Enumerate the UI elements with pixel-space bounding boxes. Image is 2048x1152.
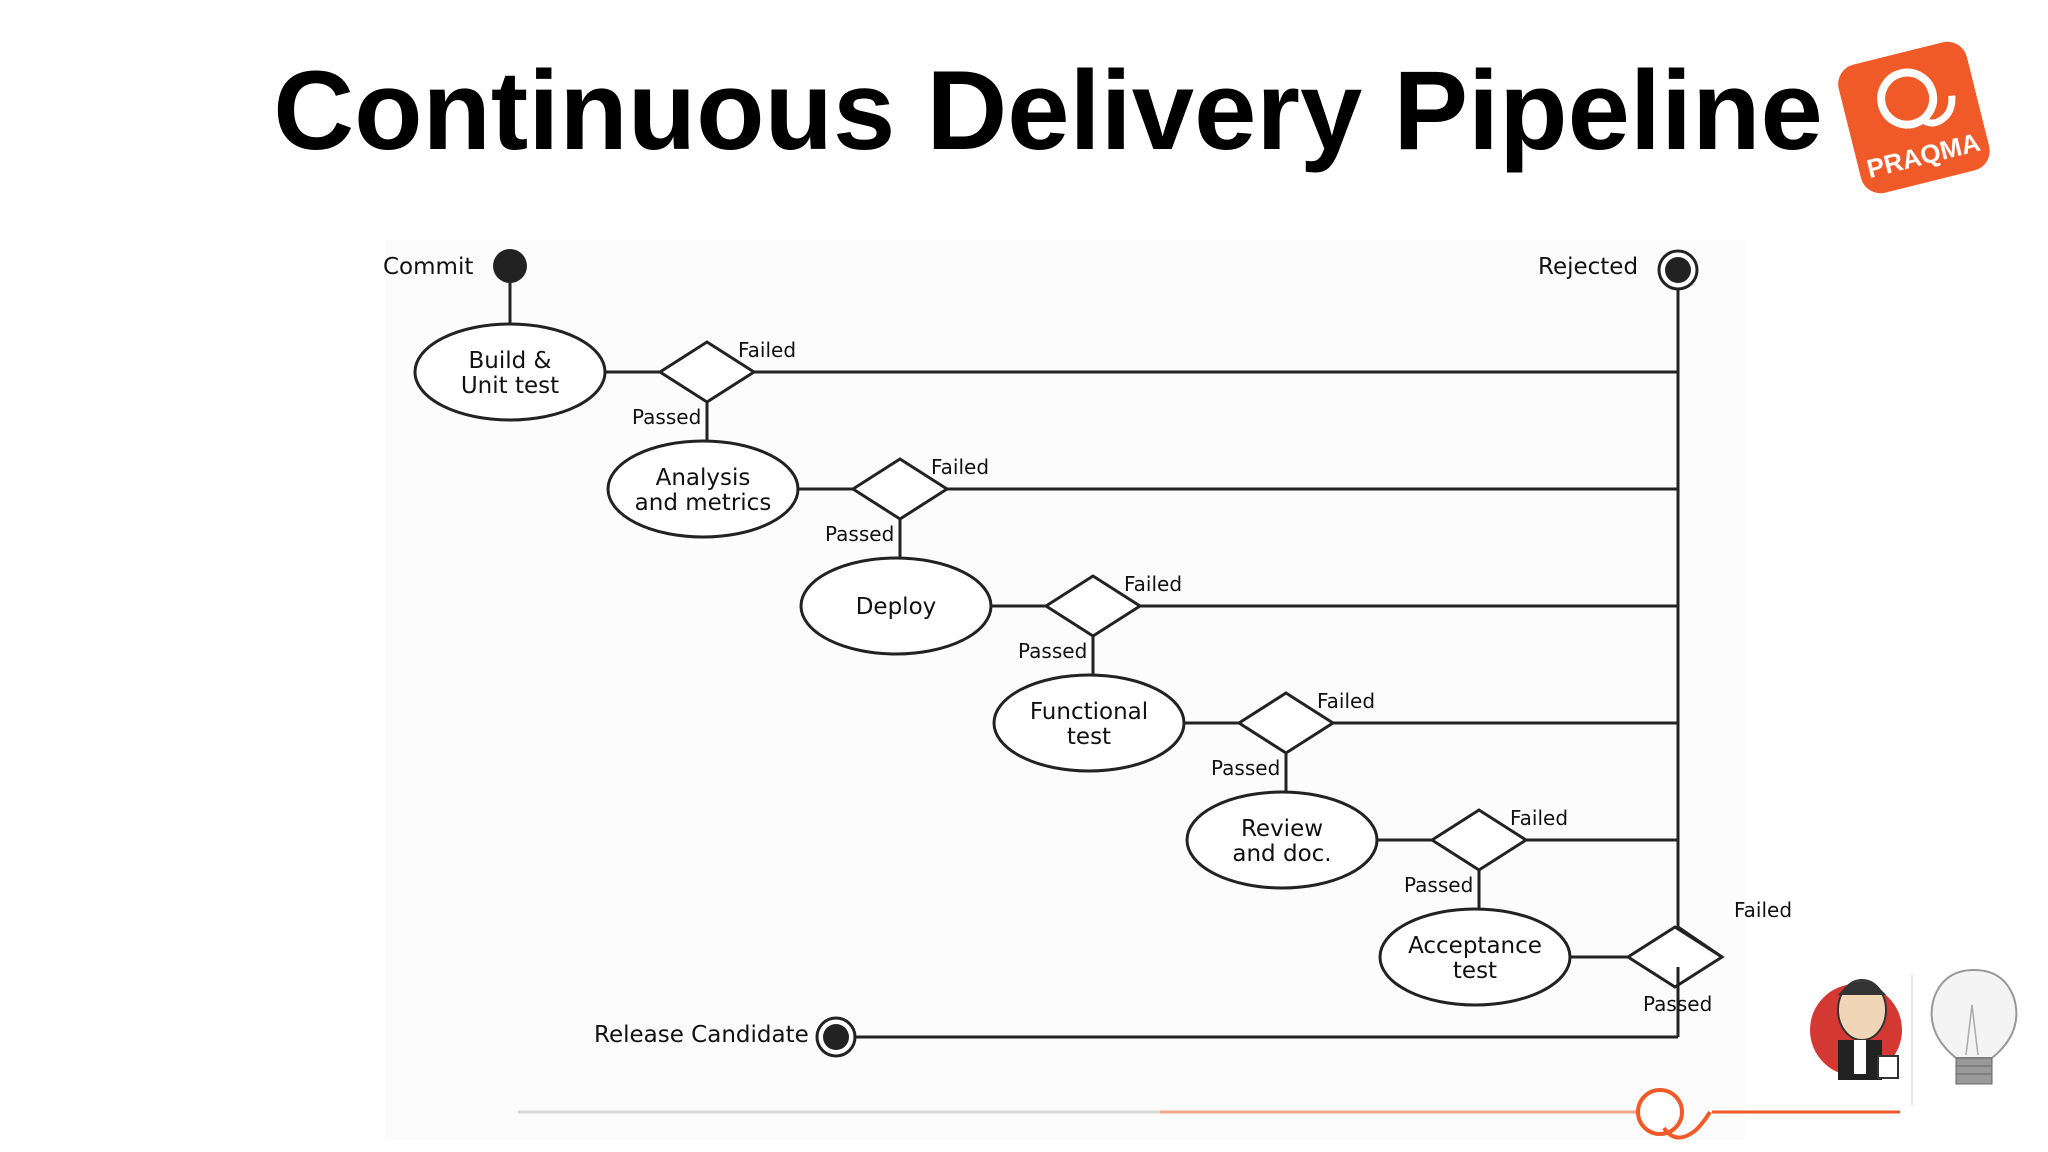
stage-node <box>1378 907 1572 1007</box>
praqma-logo: PRAQMA <box>1838 41 1990 194</box>
failed-label: Failed <box>738 338 796 362</box>
commit-label: Commit <box>383 254 473 280</box>
passed-label: Passed <box>1643 992 1712 1016</box>
stage-label-line1: Review <box>1241 816 1323 842</box>
stage-node <box>413 322 607 422</box>
failed-label: Failed <box>1734 898 1792 922</box>
footer-q-icon <box>1636 1088 1712 1140</box>
stage-label-line1: Acceptance <box>1408 933 1542 959</box>
stage-label-line1: Build & <box>469 348 552 374</box>
failed-label: Failed <box>1317 689 1375 713</box>
failed-label: Failed <box>1124 572 1182 596</box>
stage-label-line2: and metrics <box>635 490 772 516</box>
stage-label-line1: Deploy <box>856 594 937 620</box>
stage-label-line2: test <box>1453 958 1497 984</box>
release-candidate-label: Release Candidate <box>594 1022 809 1048</box>
stage-label-line2: Unit test <box>461 373 559 399</box>
stage-node <box>1185 790 1379 890</box>
stage-label-line2: and doc. <box>1232 841 1331 867</box>
passed-label: Passed <box>1211 756 1280 780</box>
passed-label: Passed <box>632 405 701 429</box>
page-title: Continuous Delivery Pipeline <box>273 48 1823 173</box>
passed-label: Passed <box>825 522 894 546</box>
failed-label: Failed <box>931 455 989 479</box>
lightbulb-icon <box>1930 968 2018 1085</box>
failed-path <box>1677 925 1723 959</box>
release-candidate-core <box>823 1024 849 1050</box>
stage-node <box>606 439 800 539</box>
jenkins-butler-icon <box>1810 979 1902 1080</box>
pipeline-stages: Build &Unit testFailedPassedAnalysisand … <box>413 322 1792 1037</box>
stage-label-line1: Analysis <box>656 465 751 491</box>
stage-node <box>799 556 993 656</box>
failed-label: Failed <box>1510 806 1568 830</box>
stage-node <box>992 673 1186 773</box>
stage-label-line2: test <box>1067 724 1111 750</box>
stage-label-line1: Functional <box>1030 699 1148 725</box>
passed-label: Passed <box>1018 639 1087 663</box>
rejected-label: Rejected <box>1538 254 1638 280</box>
passed-label: Passed <box>1404 873 1473 897</box>
commit-start-node <box>493 249 527 283</box>
rejected-end-core <box>1665 257 1691 283</box>
